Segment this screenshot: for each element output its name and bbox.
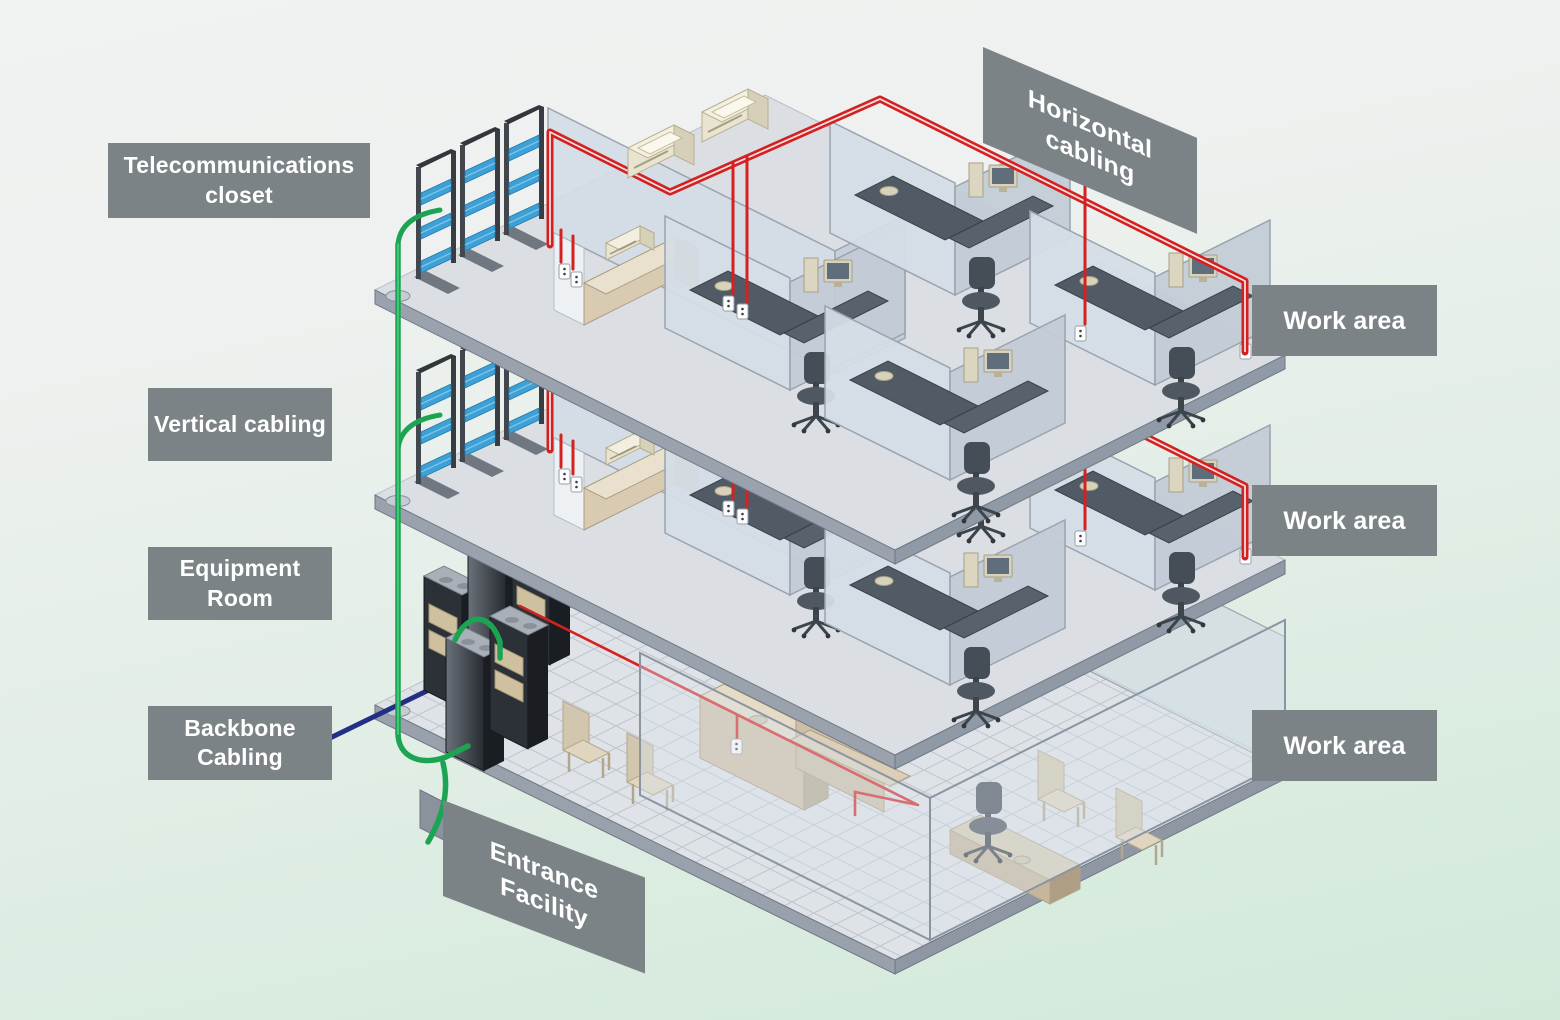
- horizontal-cabling-ground: [518, 604, 920, 817]
- label-work-area-ground: Work area: [1252, 710, 1437, 781]
- label-equipment-room: Equipment Room: [148, 547, 332, 620]
- label-telecommunications-closet: Telecommunications closet: [108, 143, 370, 218]
- label-work-area-middle: Work area: [1252, 485, 1437, 556]
- label-backbone-cabling: Backbone Cabling: [148, 706, 332, 780]
- phone: [1013, 855, 1031, 865]
- label-work-area-top: Work area: [1252, 285, 1437, 356]
- glass-wall-front-right: [929, 618, 1286, 942]
- label-vertical-cabling: Vertical cabling: [148, 388, 332, 461]
